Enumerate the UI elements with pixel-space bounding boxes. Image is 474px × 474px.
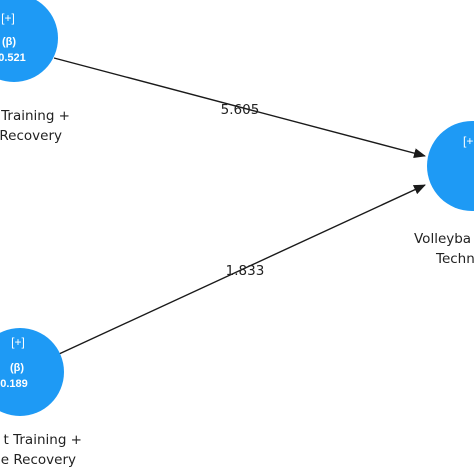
node-bottom-left-circle[interactable]: [0, 328, 64, 416]
edge-bottom-to-right-label: 1.833: [226, 263, 265, 279]
node-top-left-circle[interactable]: [0, 0, 58, 82]
node-top-left[interactable]: [+] (β) 0.521: [0, 0, 58, 82]
node-bottom-left-beta-label: (β): [10, 362, 24, 374]
node-right-label-line1: Volleyba: [414, 231, 471, 247]
node-bottom-left-value: 0.189: [0, 378, 28, 390]
node-top-left-beta-label: (β): [2, 36, 16, 48]
edge-top-to-right[interactable]: [53, 57, 426, 159]
node-top-left-value: 0.521: [0, 52, 26, 64]
node-right-label-line2: Techn: [435, 251, 474, 267]
node-bottom-left-expand-toggle[interactable]: [+]: [11, 335, 25, 349]
edge-bottom-to-right[interactable]: [58, 184, 426, 355]
edge-top-to-right-label: 5.605: [221, 102, 260, 118]
node-right-circle[interactable]: [427, 121, 474, 211]
node-top-left-label-line2: Recovery: [0, 128, 62, 144]
node-bottom-left[interactable]: [+] (β) 0.189: [0, 328, 64, 416]
node-right-expand-toggle[interactable]: [+: [463, 134, 473, 148]
node-top-left-expand-toggle[interactable]: [+]: [1, 11, 15, 25]
node-right[interactable]: [+: [427, 121, 474, 211]
node-bottom-left-label-line2: e Recovery: [1, 452, 76, 468]
node-bottom-left-label-line1: t Training +: [4, 432, 82, 448]
node-top-left-label-line1: Training +: [0, 108, 70, 124]
